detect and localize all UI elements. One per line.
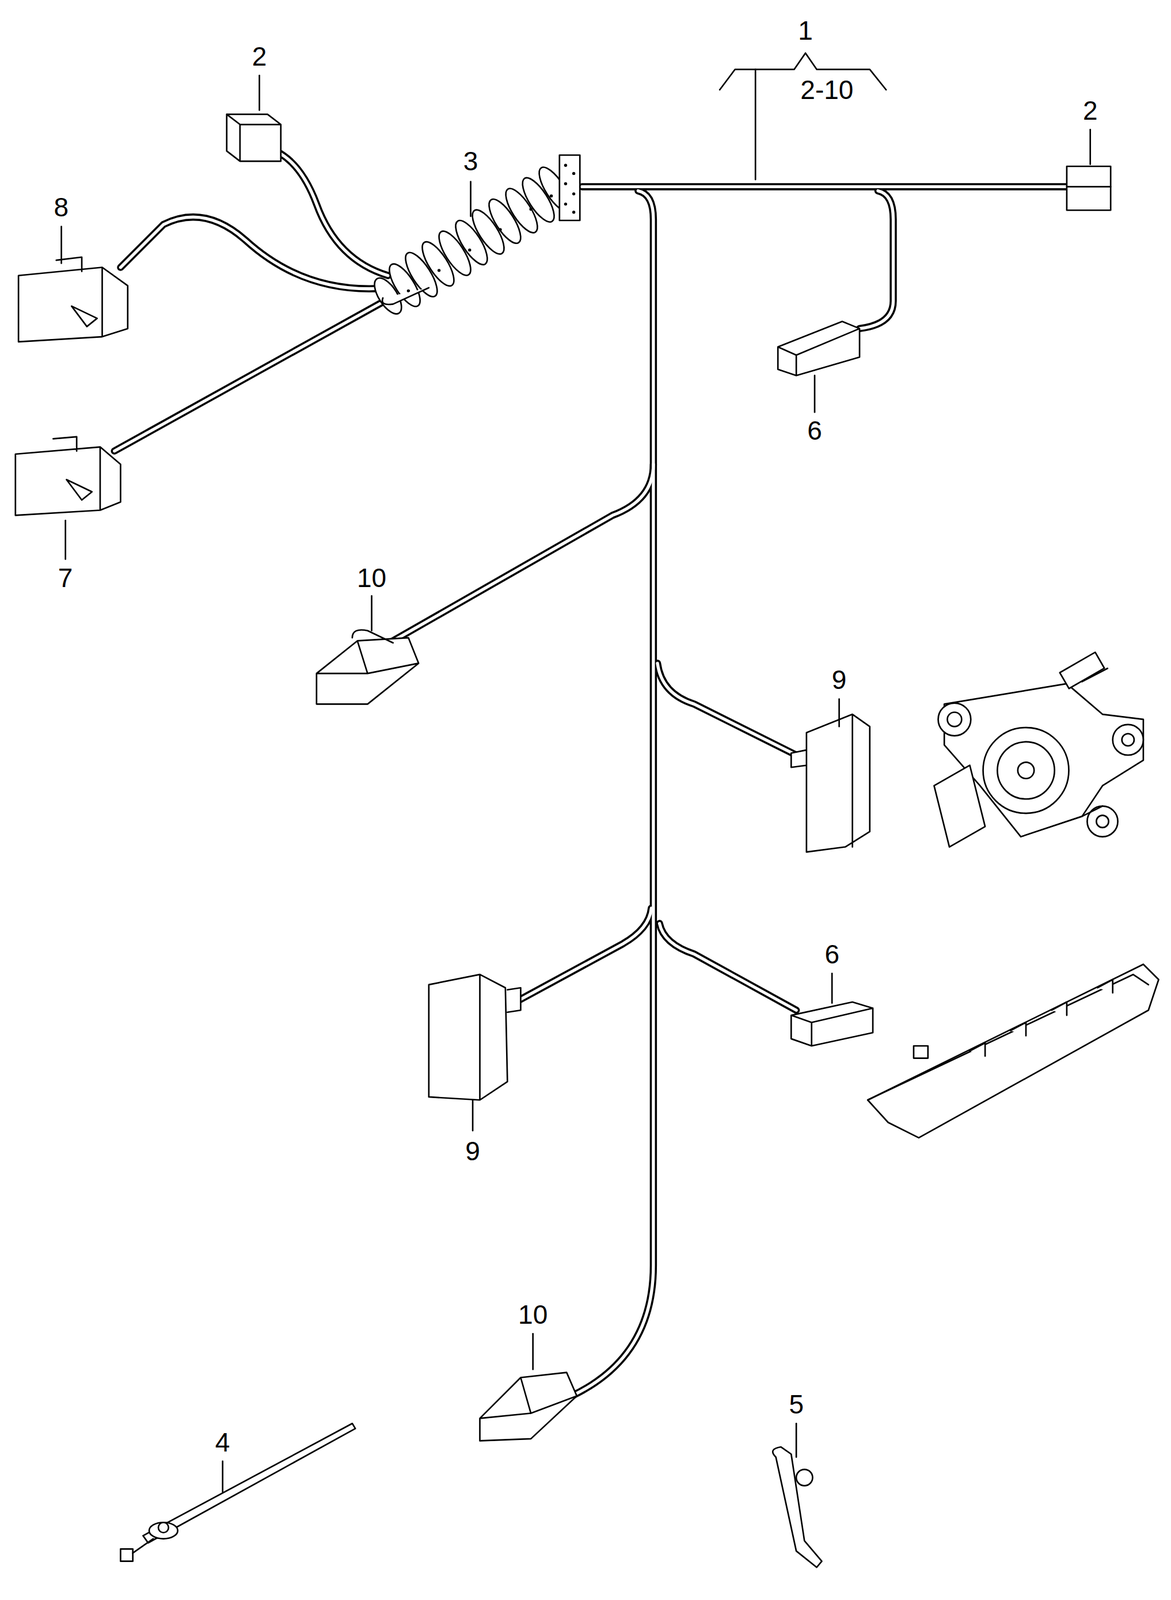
wiper-motor (933, 652, 1143, 847)
callout-number: 4 (213, 1428, 233, 1457)
callout-number: 9 (463, 1137, 482, 1166)
callout-number: 5 (786, 1390, 806, 1419)
bracket (719, 52, 887, 180)
callout-number: 6 (805, 416, 824, 445)
callout-number: 10 (355, 564, 389, 592)
brake-light (867, 964, 1159, 1138)
corrugated-sleeve (369, 154, 580, 318)
wire-bundle (114, 150, 1067, 1397)
callout-number: 9 (830, 666, 849, 694)
callout-number: 8 (52, 193, 71, 222)
callout-number: 7 (56, 564, 75, 592)
callout-number: 1 (796, 16, 815, 45)
callout-number: 2 (1081, 96, 1100, 125)
cable-tie (120, 1423, 356, 1562)
connectors (15, 114, 1111, 1442)
callout-number: 2-10 (798, 75, 855, 104)
leader-lines (61, 75, 1091, 1493)
clip (772, 1447, 822, 1568)
callout-number: 2 (250, 42, 269, 71)
callout-number: 10 (516, 1301, 550, 1329)
callout-number: 6 (822, 940, 842, 969)
callout-number: 3 (461, 147, 481, 176)
